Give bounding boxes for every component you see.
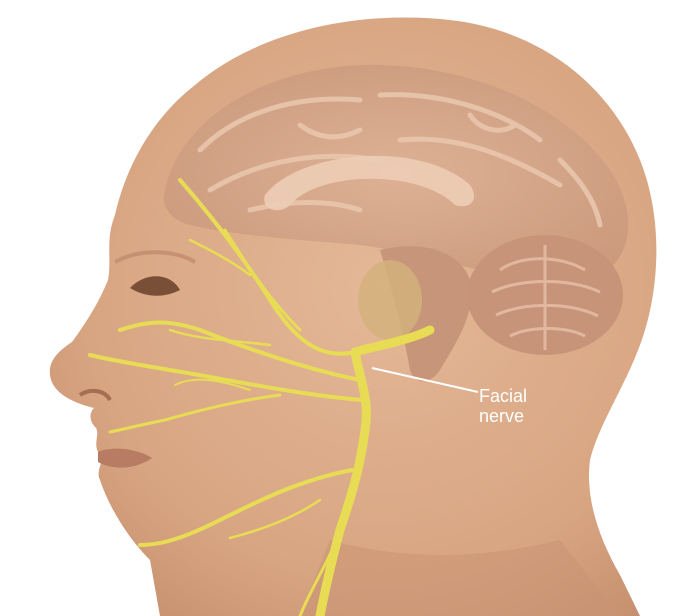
- ear: [358, 260, 422, 340]
- facial-nerve-label-line1: Facial: [479, 386, 527, 406]
- facial-nerve-label-line2: nerve: [479, 406, 527, 426]
- facial-nerve-label: Facial nerve: [479, 386, 527, 426]
